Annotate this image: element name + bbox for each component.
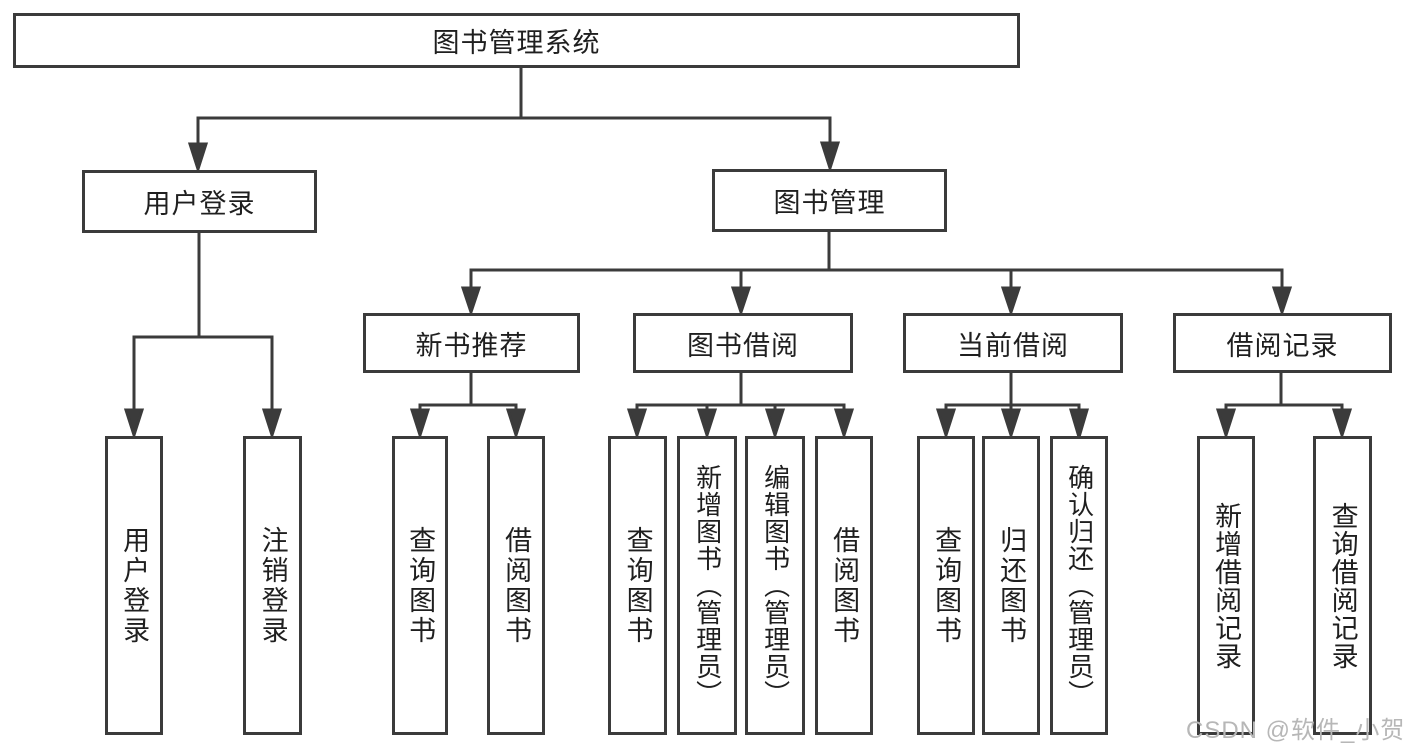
- arrowhead: [123, 408, 145, 440]
- node-user-login: 用户登录: [82, 170, 317, 233]
- arrowhead: [764, 408, 786, 440]
- arrowhead: [460, 286, 482, 317]
- leaf-borrow-borrow-books: 借阅图书: [815, 436, 873, 735]
- leaf-current-query-books: 查询图书: [917, 436, 975, 735]
- node-library-system: 图书管理系统: [13, 13, 1020, 68]
- arrowhead: [1068, 408, 1090, 443]
- arrowhead: [409, 408, 431, 440]
- node-new-book-recommend: 新书推荐: [363, 313, 580, 373]
- node-current-borrow: 当前借阅: [903, 313, 1123, 373]
- node-borrow-record: 借阅记录: [1173, 313, 1392, 373]
- leaf-borrow-add-books-admin: 新增图书（管理员）: [677, 436, 737, 735]
- leaf-logout: 注销登录: [243, 436, 302, 735]
- arrowhead: [696, 408, 718, 440]
- node-book-borrow: 图书借阅: [633, 313, 853, 373]
- arrowhead: [935, 408, 957, 440]
- leaf-record-query-borrow-record: 查询借阅记录: [1313, 436, 1372, 735]
- arrowhead: [1271, 286, 1293, 317]
- csdn-watermark: CSDN @软件_小贺同学: [1186, 717, 1405, 744]
- arrowhead: [505, 408, 527, 440]
- arrowhead: [819, 141, 841, 173]
- node-book-management: 图书管理: [712, 169, 947, 232]
- arrowhead: [730, 286, 752, 317]
- leaf-borrow-query-books: 查询图书: [608, 436, 667, 735]
- leaf-newbook-borrow-books: 借阅图书: [487, 436, 545, 735]
- leaf-current-confirm-return-admin: 确认归还（管理员）: [1050, 436, 1108, 735]
- arrowhead: [1215, 408, 1237, 440]
- arrowhead: [1331, 408, 1353, 440]
- leaf-newbook-query-books: 查询图书: [392, 436, 448, 735]
- arrowhead: [626, 408, 648, 440]
- leaf-borrow-edit-books-admin: 编辑图书（管理员）: [745, 436, 805, 735]
- arrowhead: [1000, 286, 1022, 317]
- arrowhead: [187, 142, 209, 174]
- arrowhead: [1000, 408, 1022, 440]
- arrowhead: [261, 408, 283, 440]
- leaf-current-return-books: 归还图书: [982, 436, 1040, 735]
- leaf-user-login: 用户登录: [105, 436, 163, 735]
- arrowhead: [833, 408, 855, 440]
- leaf-record-add-borrow-record: 新增借阅记录: [1197, 436, 1255, 735]
